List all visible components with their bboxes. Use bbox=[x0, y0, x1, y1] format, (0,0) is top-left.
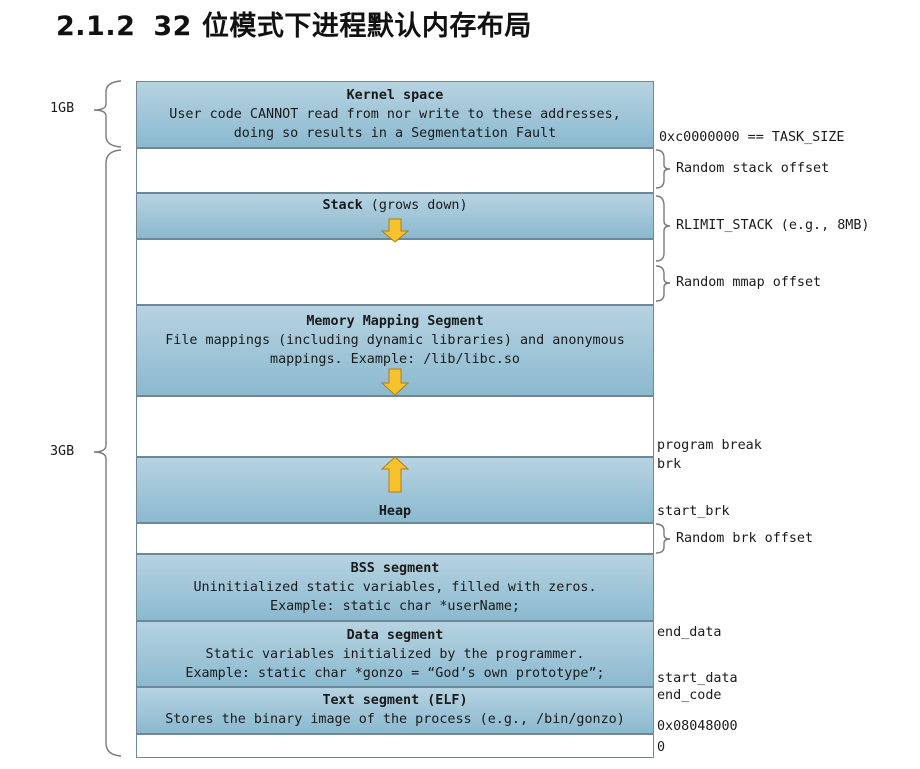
kernel-space-segment: Kernel space User code CANNOT read from … bbox=[136, 81, 654, 148]
mmap-line-2: mappings. Example: /lib/libc.so bbox=[270, 352, 520, 367]
program-break-label: program break bbox=[657, 438, 762, 453]
bss-heading: BSS segment bbox=[350, 561, 440, 576]
task-size-label: 0xc0000000 == TASK_SIZE bbox=[659, 130, 845, 145]
bottom-gap bbox=[136, 734, 654, 758]
heap-heading: Heap bbox=[378, 504, 412, 519]
data-segment: Data segment Static variables initialize… bbox=[136, 621, 654, 687]
end-code-label: end_code bbox=[657, 688, 722, 703]
start-data-label: start_data bbox=[657, 671, 738, 686]
stack-segment: Stack (grows down) bbox=[136, 193, 654, 239]
kernel-space-line-2: doing so results in a Segmentation Fault bbox=[233, 126, 557, 141]
kernel-space-line-1: User code CANNOT read from nor write to … bbox=[169, 107, 621, 122]
bss-line-2: Example: static char *userName; bbox=[270, 599, 520, 614]
stack-heading: Stack bbox=[322, 198, 363, 213]
random-stack-offset-label: Random stack offset bbox=[676, 161, 830, 176]
user-brace-icon bbox=[93, 149, 122, 757]
user-size-label: 3GB bbox=[50, 444, 75, 459]
stack-note: (grows down) bbox=[362, 198, 468, 213]
kernel-space-heading: Kernel space bbox=[346, 88, 444, 103]
random-brk-gap bbox=[136, 523, 654, 554]
brk-label: brk bbox=[657, 457, 682, 472]
rlimit-stack-brace-icon bbox=[655, 195, 671, 262]
mmap-line-1: File mappings (including dynamic librari… bbox=[165, 333, 625, 348]
random-mmap-brace-icon bbox=[655, 265, 671, 302]
section-number: 2.1.2 bbox=[56, 11, 136, 42]
text-segment: Text segment (ELF) Stores the binary ima… bbox=[136, 687, 654, 734]
random-stack-gap bbox=[136, 148, 654, 193]
rlimit-stack-label: RLIMIT_STACK (e.g., 8MB) bbox=[676, 218, 870, 233]
section-title: 2.1.2 32 位模式下进程默认内存布局 bbox=[56, 4, 532, 43]
data-heading: Data segment bbox=[346, 628, 444, 643]
text-start-address-label: 0x08048000 bbox=[657, 719, 738, 734]
memory-mapping-segment: Memory Mapping Segment File mappings (in… bbox=[136, 305, 654, 396]
end-data-label: end_data bbox=[657, 625, 722, 640]
random-brk-brace-icon bbox=[655, 523, 671, 554]
random-mmap-gap bbox=[136, 239, 654, 305]
free-gap bbox=[136, 396, 654, 457]
zero-address-label: 0 bbox=[657, 740, 666, 755]
bss-line-1: Uninitialized static variables, filled w… bbox=[193, 580, 597, 595]
bss-segment: BSS segment Uninitialized static variabl… bbox=[136, 554, 654, 621]
heap-segment: Heap bbox=[136, 457, 654, 523]
kernel-size-label: 1GB bbox=[50, 101, 75, 116]
text-line-1: Stores the binary image of the process (… bbox=[165, 712, 625, 727]
random-brk-offset-label: Random brk offset bbox=[676, 531, 814, 546]
random-mmap-offset-label: Random mmap offset bbox=[676, 275, 822, 290]
section-title-text: 32 位模式下进程默认内存布局 bbox=[153, 11, 532, 42]
random-stack-brace-icon bbox=[655, 149, 671, 189]
kernel-brace-icon bbox=[93, 80, 122, 148]
data-line-2: Example: static char *gonzo = “God’s own… bbox=[185, 666, 605, 681]
data-line-1: Static variables initialized by the prog… bbox=[205, 647, 585, 662]
text-heading: Text segment (ELF) bbox=[322, 693, 468, 708]
start-brk-label: start_brk bbox=[657, 504, 730, 519]
mmap-heading: Memory Mapping Segment bbox=[306, 314, 484, 329]
